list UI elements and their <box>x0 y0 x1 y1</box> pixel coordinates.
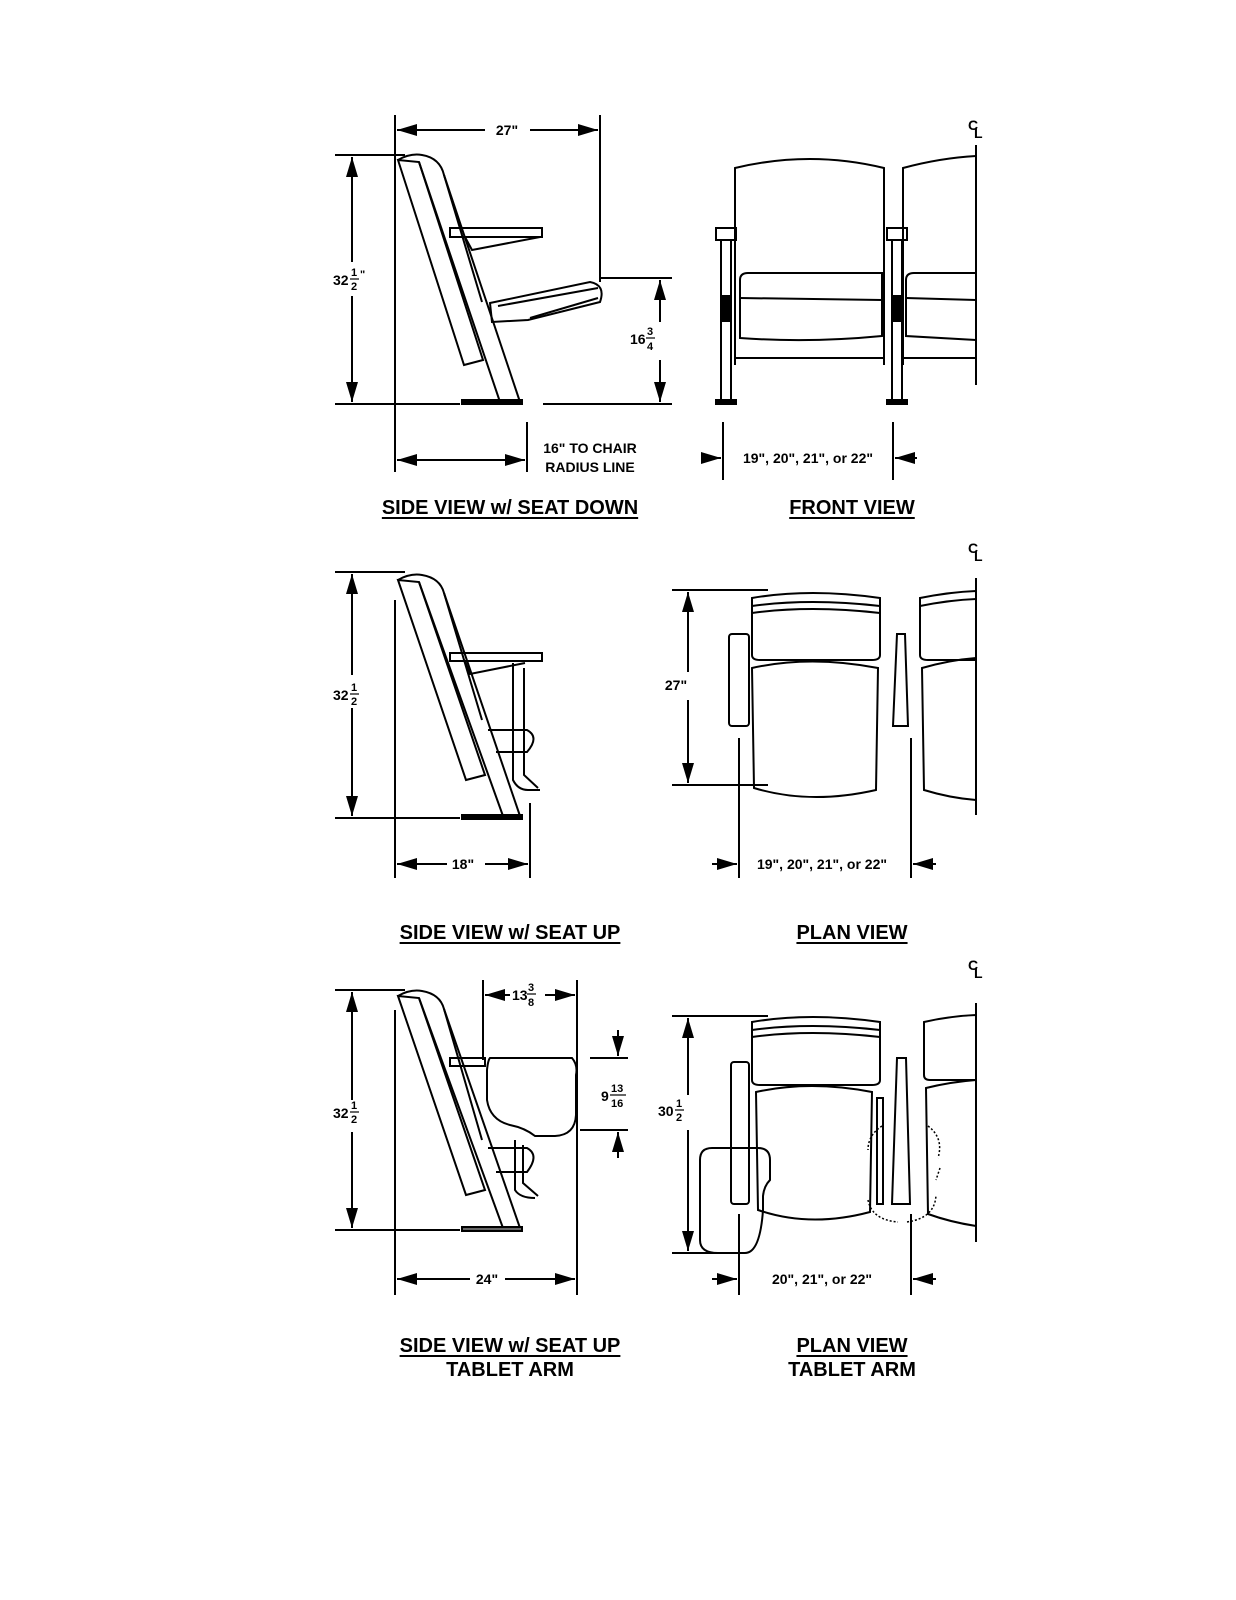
dim-tablet-depth-fraction: 13 3 8 <box>512 982 536 1009</box>
svg-text:9: 9 <box>601 1088 609 1104</box>
svg-text:2: 2 <box>676 1112 682 1124</box>
svg-text:13: 13 <box>611 1083 623 1095</box>
svg-text:L: L <box>974 548 983 564</box>
svg-text:16: 16 <box>630 331 646 347</box>
svg-text:1: 1 <box>351 682 357 694</box>
svg-text:2: 2 <box>351 281 357 293</box>
svg-text:2: 2 <box>351 696 357 708</box>
svg-text:32: 32 <box>333 1105 349 1121</box>
dim-tablet-side-depth: 24" <box>476 1271 498 1287</box>
note-chair-radius-1: 16" TO CHAIR <box>543 440 637 456</box>
dim-height-fraction-2: 32 1 2 <box>333 682 359 708</box>
centerline-icon: CL <box>968 117 983 141</box>
title-side-view-seat-up: SIDE VIEW w/ SEAT UP <box>399 922 621 944</box>
svg-text:32: 32 <box>333 272 349 288</box>
svg-text:1: 1 <box>351 267 357 279</box>
centerline-icon: CL <box>968 957 983 981</box>
svg-text:C: C <box>968 957 978 973</box>
svg-text:30: 30 <box>658 1103 674 1119</box>
title-side-view-seat-down: SIDE VIEW w/ SEAT DOWN <box>381 497 639 519</box>
svg-text:C: C <box>968 117 978 133</box>
dim-plan-depth: 27" <box>665 677 687 693</box>
svg-text:8: 8 <box>528 997 534 1009</box>
side-view-seat-down <box>335 115 672 472</box>
svg-text:L: L <box>974 965 983 981</box>
dim-seat-up-depth: 18" <box>452 856 474 872</box>
title-plan-view-tablet-arm: PLAN VIEW TABLET ARM <box>788 1335 916 1381</box>
svg-text:L: L <box>974 125 983 141</box>
svg-text:13: 13 <box>512 987 528 1003</box>
plan-view <box>672 578 977 878</box>
dim-tablet-plan-depth-fraction: 30 1 2 <box>658 1098 684 1124</box>
svg-text:3: 3 <box>647 326 653 338</box>
title-plan-view: PLAN VIEW <box>796 922 908 944</box>
dim-tablet-plan-width: 20", 21", or 22" <box>772 1271 872 1287</box>
svg-text:1: 1 <box>351 1100 357 1112</box>
svg-text:4: 4 <box>647 341 654 353</box>
side-view-seat-up <box>335 571 543 878</box>
svg-text:": " <box>360 269 365 281</box>
note-chair-radius-2: RADIUS LINE <box>545 459 634 475</box>
dim-height-fraction-3: 32 1 2 <box>333 1100 359 1126</box>
plan-view-tablet-arm <box>672 1003 977 1295</box>
side-view-tablet-arm <box>335 980 628 1295</box>
svg-text:16: 16 <box>611 1098 623 1110</box>
title-side-view-tablet-arm: SIDE VIEW w/ SEAT UP TABLET ARM <box>399 1335 621 1381</box>
svg-text:3: 3 <box>528 982 534 994</box>
front-view <box>701 145 977 480</box>
svg-text:C: C <box>968 540 978 556</box>
title-front-view: FRONT VIEW <box>789 497 915 519</box>
dim-front-width: 19", 20", 21", or 22" <box>743 450 873 466</box>
dim-tablet-height-fraction: 9 13 16 <box>601 1083 626 1110</box>
dim-seat-height-fraction: 16 3 4 <box>630 326 655 353</box>
centerline-icon: CL <box>968 540 983 564</box>
dim-height-fraction: 32 1 2 " <box>333 267 365 293</box>
svg-text:1: 1 <box>676 1098 682 1110</box>
svg-text:2: 2 <box>351 1114 357 1126</box>
svg-text:32: 32 <box>333 687 349 703</box>
dim-plan-width: 19", 20", 21", or 22" <box>757 856 887 872</box>
dim-overall-depth: 27" <box>496 122 518 138</box>
